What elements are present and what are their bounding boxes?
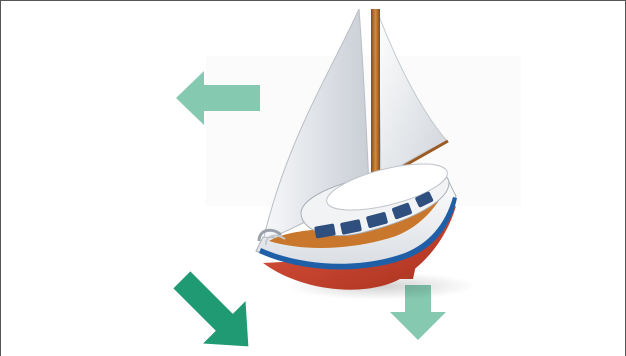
mast [371,9,380,194]
arrow-down-left-icon [161,259,270,356]
